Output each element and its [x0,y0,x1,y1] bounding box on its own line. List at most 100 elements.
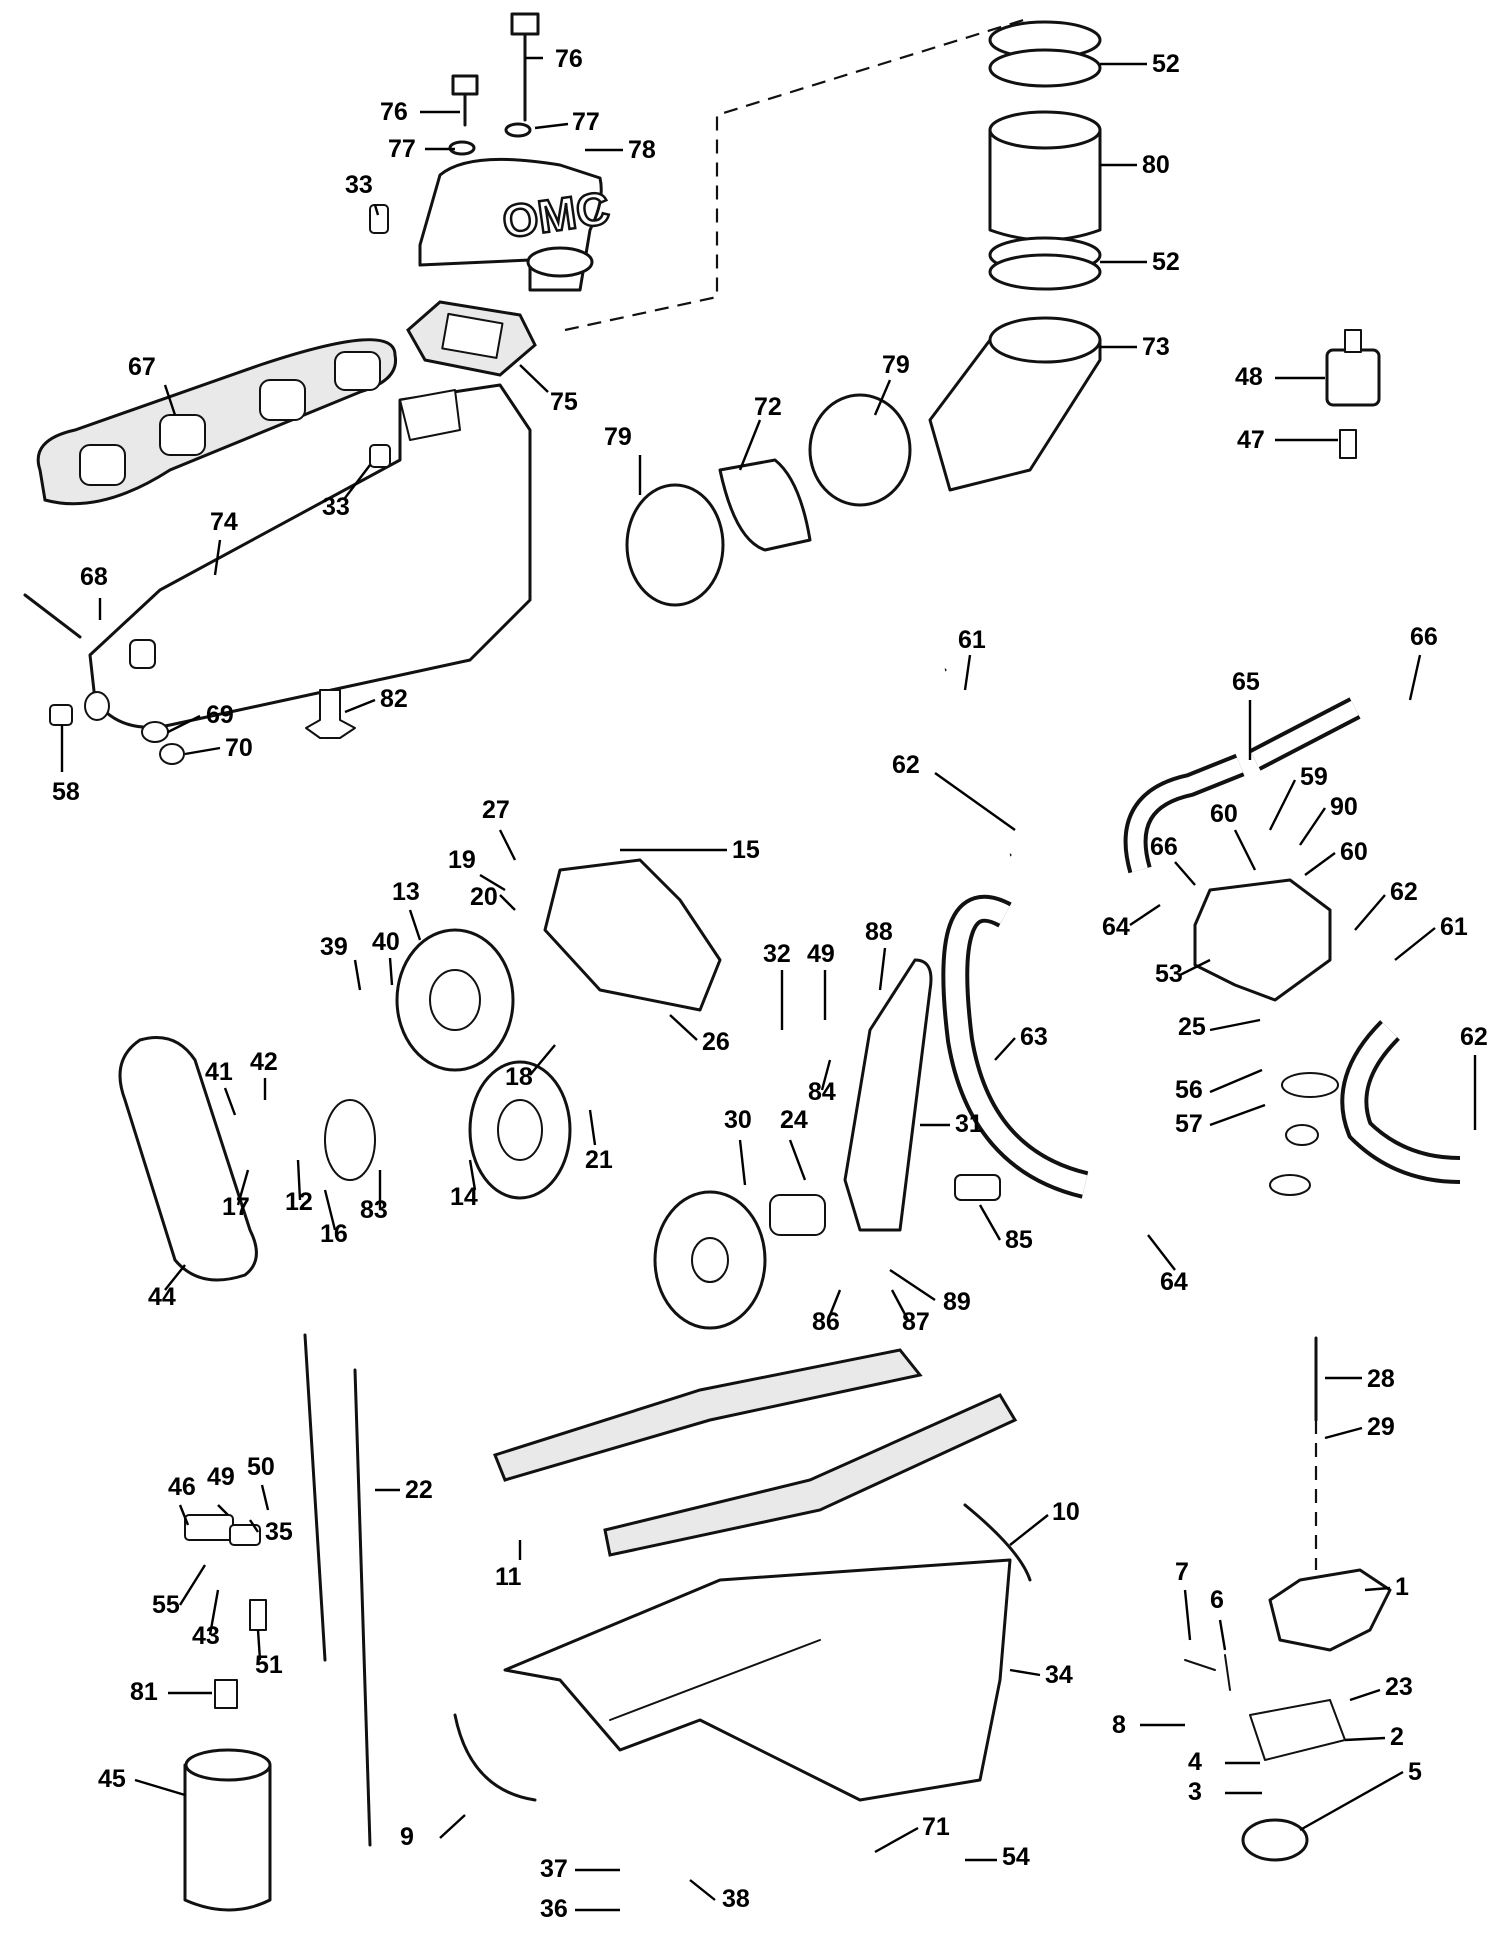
callout-c32: 32 [763,940,791,968]
callout-c41: 41 [205,1058,233,1086]
leader-line-c89 [889,1269,936,1301]
callout-c31: 31 [955,1110,983,1138]
oil-pan-gasket-lower [603,1393,1018,1557]
callout-c26: 26 [702,1028,730,1056]
callout-c42: 42 [250,1048,278,1076]
leader-line-c24 [788,1139,807,1181]
leader-line-c13 [408,909,422,941]
callout-c3: 3 [1188,1778,1202,1806]
leader-line-c9 [439,1814,466,1839]
callout-c54: 54 [1002,1843,1030,1871]
leader-line-c49b [217,1504,229,1516]
leader-line-c20 [499,894,516,911]
leader-line-c35 [249,1519,259,1533]
leader-line-c79b [873,379,892,416]
callout-c77a: 77 [572,108,600,136]
leader-line-c61b [1394,927,1436,961]
leader-line-c46 [178,1504,190,1526]
leader-line-c56 [1209,1068,1263,1094]
leader-line-c30 [738,1139,747,1186]
callout-c8: 8 [1112,1711,1126,1739]
callout-c53: 53 [1155,960,1183,988]
callout-c40: 40 [372,928,400,956]
exhaust-hoses [625,20,1102,607]
oil-pickup-screen [1241,1818,1309,1862]
callout-c71: 71 [922,1813,950,1841]
leader-line-c1 [1364,1586,1391,1592]
callout-c72: 72 [754,393,782,421]
leader-line-c66a [1408,654,1422,701]
callout-c56: 56 [1175,1076,1203,1104]
leader-line-c34 [1009,1668,1041,1677]
callout-c82: 82 [380,685,408,713]
leader-line-c88 [878,947,887,991]
callout-c44: 44 [148,1283,176,1311]
callout-c87: 87 [902,1308,930,1336]
callout-c76a: 76 [555,45,583,73]
leader-line-c82 [344,698,376,714]
callout-c86: 86 [812,1308,840,1336]
callout-c90: 90 [1330,793,1358,821]
callout-c85: 85 [1005,1226,1033,1254]
callout-c52b: 52 [1152,248,1180,276]
callout-c23: 23 [1385,1673,1413,1701]
callout-c46: 46 [168,1473,196,1501]
rear-seal [963,1503,1032,1582]
leader-line-c14 [468,1159,477,1191]
leader-line-c19 [479,873,506,892]
callout-c14: 14 [450,1183,478,1211]
callout-c6: 6 [1210,1586,1224,1614]
callout-c60a: 60 [1210,800,1238,828]
leader-line-c39 [353,959,362,991]
callout-c61a: 61 [958,626,986,654]
callout-c61b: 61 [1440,913,1468,941]
leader-line-c17 [236,1169,250,1206]
leader-line-c23 [1349,1688,1381,1702]
callout-c55: 55 [152,1591,180,1619]
leader-line-c2 [1344,1736,1386,1742]
callout-c9: 9 [400,1823,414,1851]
callout-c39: 39 [320,933,348,961]
callout-c37: 37 [540,1855,568,1883]
callout-c76b: 76 [380,98,408,126]
callout-c30: 30 [724,1106,752,1134]
oil-pump [1268,1568,1392,1652]
leader-line-c57 [1209,1103,1266,1127]
leader-line-c44 [164,1264,186,1291]
callout-c69: 69 [206,701,234,729]
callout-c18: 18 [505,1063,533,1091]
leader-line-c87 [890,1289,910,1321]
leader-line-c75 [519,364,549,393]
leader-line-c60a [1233,829,1257,871]
dipstick [353,1368,372,1847]
leader-line-c26 [669,1014,698,1041]
callout-c28: 28 [1367,1365,1395,1393]
thermostat-housing [1193,878,1332,1002]
callout-c2: 2 [1390,1723,1404,1751]
callout-c15: 15 [732,836,760,864]
callout-c25: 25 [1178,1013,1206,1041]
callout-c49a: 49 [807,940,835,968]
leader-line-c33b [344,464,371,499]
exhaust-elbow: OMC [369,12,1031,332]
callout-c21: 21 [585,1146,613,1174]
callout-c48: 48 [1235,363,1263,391]
stud [23,593,82,639]
callout-c51: 51 [255,1651,283,1679]
callout-c65: 65 [1232,668,1260,696]
callout-c89: 89 [943,1288,971,1316]
callout-c22: 22 [405,1476,433,1504]
leader-line-c45 [134,1778,186,1797]
leader-line-c61a [963,654,972,691]
callout-c17: 17 [222,1193,250,1221]
callout-c57: 57 [1175,1110,1203,1138]
callout-c58: 58 [52,778,80,806]
callout-c19: 19 [448,846,476,874]
callout-c64b: 64 [1160,1268,1188,1296]
leader-line-c60b [1304,852,1336,876]
leader-line-c67 [163,384,177,416]
water-pump [324,858,722,1200]
oil-pan-gasket-upper [493,1348,923,1482]
callout-c27: 27 [482,796,510,824]
